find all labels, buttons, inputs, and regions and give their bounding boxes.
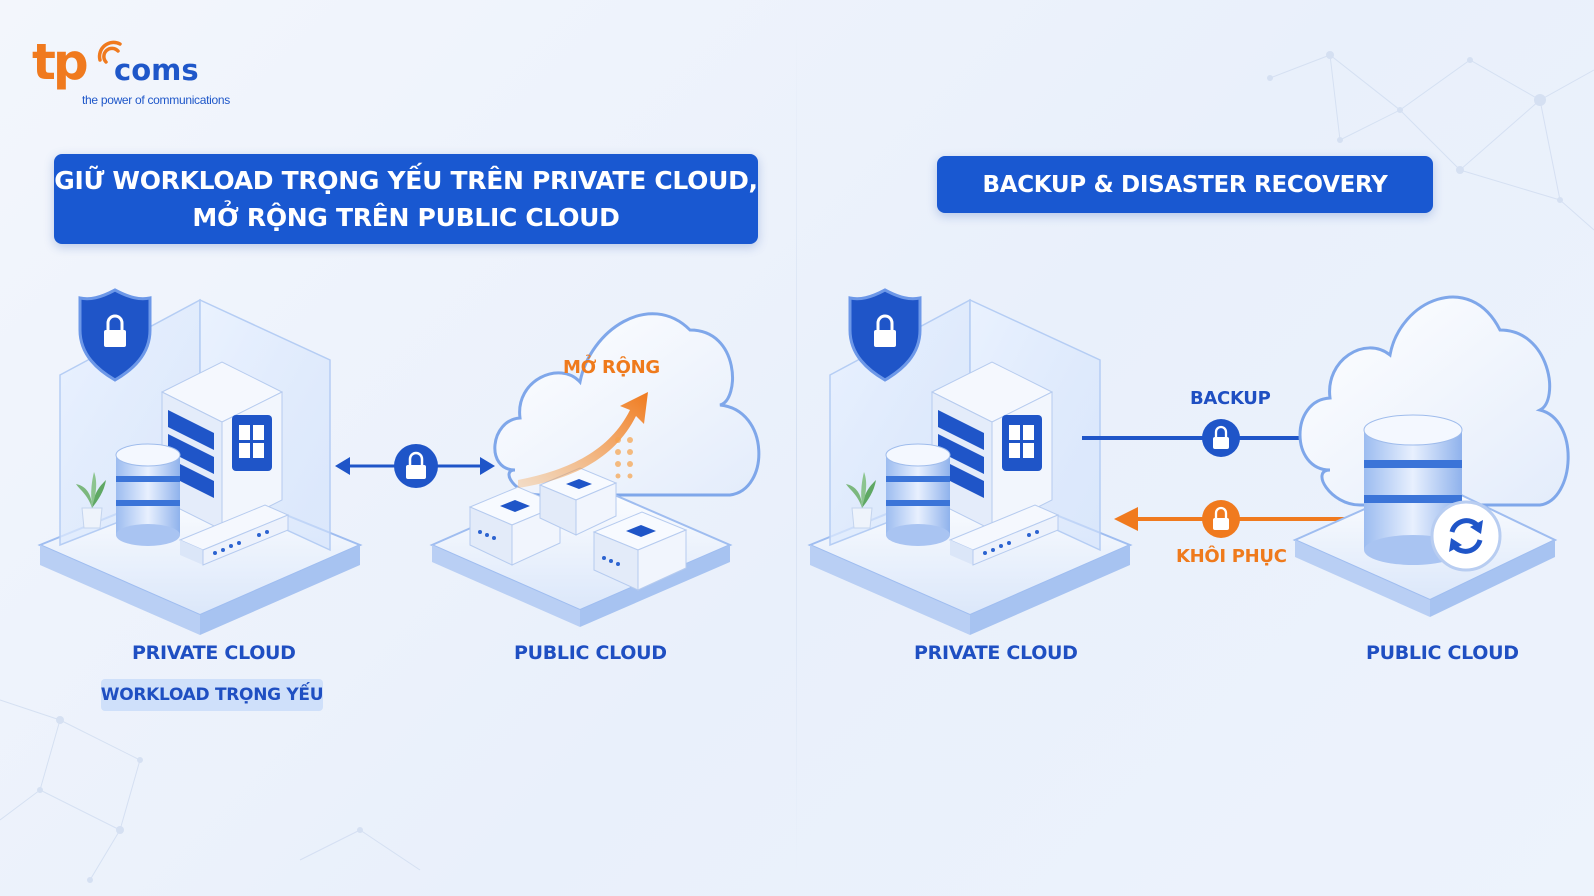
tpcoms-logo: tp coms the power of communications	[32, 33, 230, 114]
left-private-cloud-label: PRIVATE CLOUD	[132, 642, 296, 664]
server-icon	[160, 361, 284, 531]
left-title-line2: MỞ RỘNG TRÊN PUBLIC CLOUD	[192, 203, 620, 232]
right-plant-icon	[846, 472, 876, 529]
right-public-cloud-label: PUBLIC CLOUD	[1366, 642, 1519, 664]
right-shield-lock-icon	[848, 288, 922, 382]
database-icon	[115, 443, 181, 546]
workload-tag: WORKLOAD TRỌNG YẾU	[100, 679, 324, 711]
left-title-line1: GIỮ WORKLOAD TRỌNG YẾU TRÊN PRIVATE CLOU…	[54, 166, 758, 195]
left-public-cloud-label: PUBLIC CLOUD	[514, 642, 667, 664]
right-network-switch-icon	[948, 504, 1060, 566]
right-private-cloud-label: PRIVATE CLOUD	[914, 642, 1078, 664]
restore-arrow-icon	[1114, 500, 1345, 538]
right-title-banner: BACKUP & DISASTER RECOVERY	[937, 156, 1433, 213]
panel-divider	[796, 20, 797, 880]
workload-tag-text: WORKLOAD TRỌNG YẾU	[100, 685, 324, 705]
logo-coms: coms	[114, 53, 199, 87]
right-title: BACKUP & DISASTER RECOVERY	[982, 171, 1388, 198]
backup-label: BACKUP	[1190, 388, 1271, 409]
windows-icon	[232, 415, 272, 471]
chip-icon	[468, 467, 688, 591]
left-illustration	[37, 288, 761, 635]
plant-icon	[76, 472, 106, 529]
expand-label: MỞ RỘNG	[563, 357, 660, 378]
logo-tagline: the power of communications	[82, 93, 230, 107]
link-arrow-icon	[335, 444, 495, 488]
left-title-banner: GIỮ WORKLOAD TRỌNG YẾU TRÊN PRIVATE CLOU…	[54, 154, 758, 244]
shield-lock-icon	[78, 288, 152, 382]
growth-arrow-icon	[518, 392, 648, 488]
restore-label: KHÔI PHỤC	[1176, 546, 1287, 567]
logo-tp: tp	[32, 33, 89, 91]
sync-icon	[1430, 500, 1502, 572]
signal-arc-icon	[97, 40, 122, 64]
network-switch-icon	[178, 504, 290, 566]
right-database-icon	[885, 443, 951, 546]
